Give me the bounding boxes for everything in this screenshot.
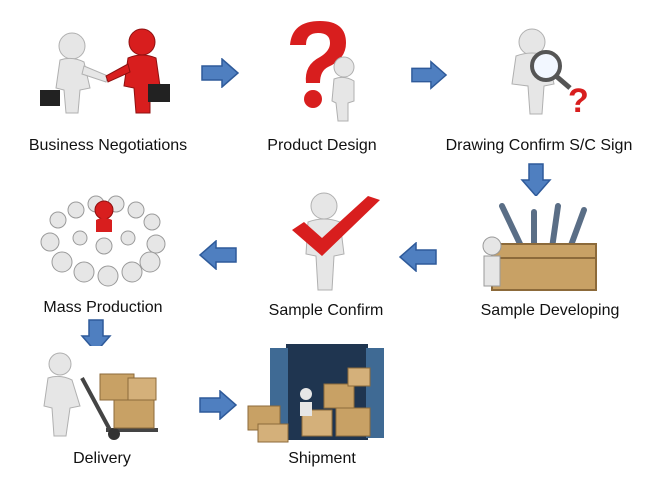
step-label: Mass Production [24, 299, 182, 317]
arrow-left-icon [398, 242, 438, 272]
step-label: Business Negotiations [22, 137, 194, 155]
step-label: Drawing Confirm S/C Sign [437, 137, 641, 155]
arrow-right-icon [200, 58, 240, 88]
arrow-left-icon [198, 240, 238, 270]
toolbox-icon [472, 196, 614, 296]
arrow-right-icon [198, 390, 238, 420]
arrow-down-icon [520, 162, 552, 198]
svg-text:?: ? [568, 82, 589, 120]
magnifier-question-icon: ? [472, 22, 602, 122]
step-label: Sample Developing [470, 302, 630, 320]
crowd-icon [28, 180, 178, 290]
step-label: Product Design [256, 137, 388, 155]
question-mark-icon [262, 15, 382, 125]
step-label: Shipment [270, 450, 374, 468]
handshake-icon [30, 18, 180, 118]
step-label: Sample Confirm [260, 302, 392, 320]
step-label: Delivery [60, 450, 144, 468]
container-icon [240, 336, 400, 446]
arrow-right-icon [410, 60, 448, 90]
checkmark-icon [264, 182, 388, 298]
hand-truck-icon [30, 346, 170, 442]
